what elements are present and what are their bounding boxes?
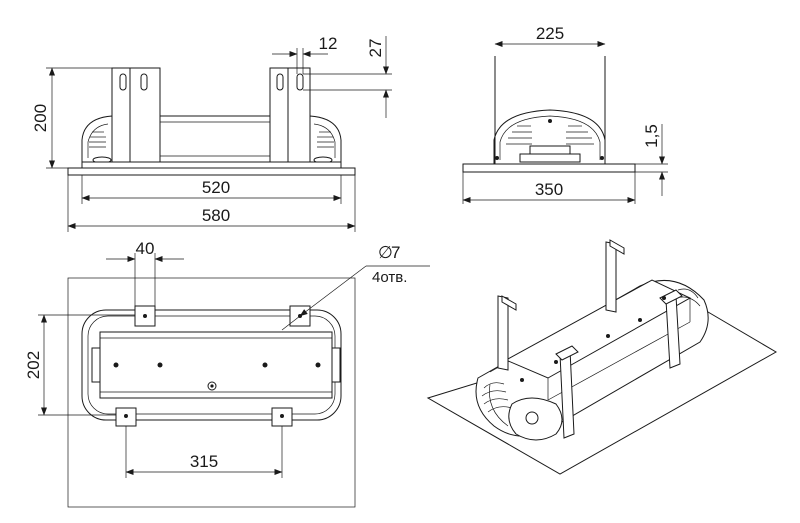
dim-hole-diameter: 7 <box>391 243 400 262</box>
dim-slot-height: 27 <box>366 39 385 58</box>
top-view <box>67 277 356 508</box>
front-view <box>67 67 356 232</box>
dim-side-bracket-span: 225 <box>536 24 564 43</box>
dim-front-outer-width: 580 <box>202 206 230 225</box>
dim-side-plate-thickness: 1,5 <box>642 124 661 148</box>
isometric-view <box>426 239 778 475</box>
dim-top-hole-spacing: 315 <box>190 452 218 471</box>
dim-front-inner-width: 520 <box>202 178 230 197</box>
top-dimensions: 40 202 315 ∅ 7 4отв. <box>24 239 430 478</box>
front-dimensions: 200 520 580 12 27 <box>31 34 392 229</box>
side-dimensions: 225 350 1,5 <box>462 24 668 203</box>
dim-front-height: 200 <box>31 104 50 132</box>
dim-top-bracket-width: 40 <box>136 239 155 258</box>
side-view <box>462 56 636 204</box>
dim-side-plate-width: 350 <box>535 180 563 199</box>
dim-slot-width: 12 <box>319 34 338 53</box>
dim-hole-count-note: 4отв. <box>372 269 407 286</box>
dim-hole-diameter-symbol: ∅ <box>378 243 393 262</box>
dim-top-height: 202 <box>24 351 43 379</box>
